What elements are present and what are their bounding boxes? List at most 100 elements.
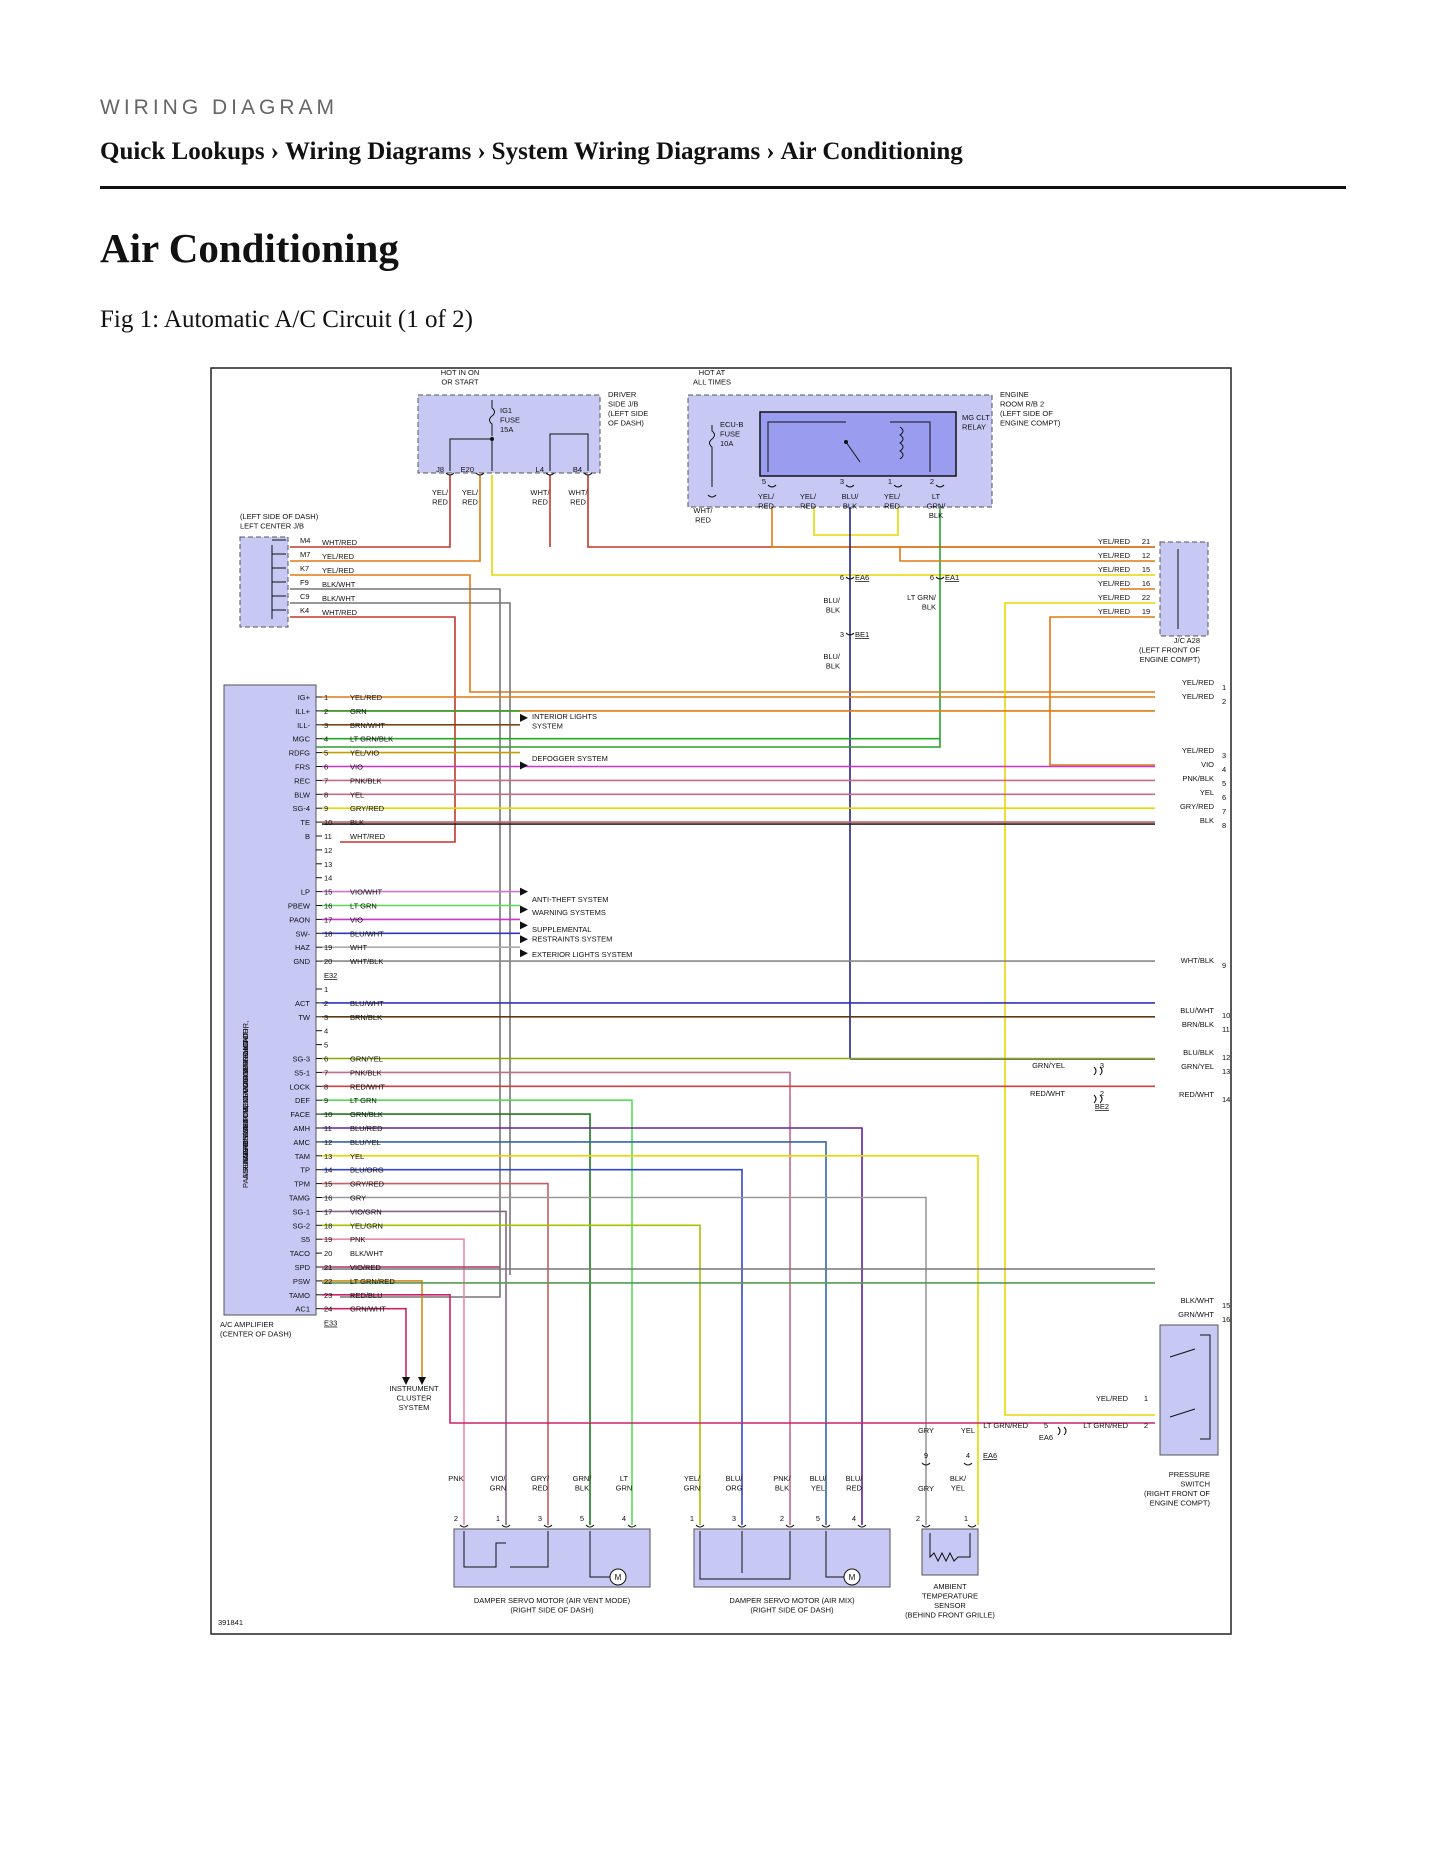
amplifier-label: A/C AMPLIFIER <box>220 1320 274 1329</box>
wire <box>290 475 481 562</box>
mid-wire-label: RED/WHT <box>1030 1089 1065 1098</box>
amp-pin-num: 19 <box>324 1235 332 1244</box>
ig1-fuse-label: 15A <box>500 425 513 434</box>
section-kicker: WIRING DIAGRAM <box>100 96 338 119</box>
connector-ea6: EA6 <box>855 573 869 582</box>
amp-wire-label: YEL <box>350 790 364 799</box>
amp-pin-num: 7 <box>324 776 328 785</box>
amp-pin-num: 15 <box>324 888 332 897</box>
relay-pin-label: 5 <box>762 477 766 486</box>
ecub-fuse-label: FUSE <box>720 430 740 439</box>
signal-arrow <box>402 1377 410 1385</box>
connector-pin <box>585 1524 595 1528</box>
damper-servo-mix <box>693 1528 891 1588</box>
wire <box>322 1280 423 1377</box>
jb-wire-label: RED <box>532 498 548 507</box>
ig1-fuse-label: IG1 <box>500 406 512 415</box>
relay-contact-dot <box>844 440 848 444</box>
left-jb-pin: F9 <box>300 578 309 587</box>
amp-wire-label: GRN <box>350 707 367 716</box>
sensor-pin: 2 <box>916 1514 920 1523</box>
pressure-switch-label: PRESSURE <box>1169 1470 1210 1479</box>
relay-wire-label: GRN/ <box>927 502 947 511</box>
amp-pin-num: 8 <box>324 790 328 799</box>
inline-connector <box>1093 1066 1103 1104</box>
amp-terminal-name: TPM <box>294 1180 310 1189</box>
relay-wire-label: RED <box>695 516 711 525</box>
relay-wire-label: RED <box>884 502 900 511</box>
relay-pin-label: 3 <box>840 477 844 486</box>
wire <box>899 547 1155 562</box>
servo-mix-wire-label: BLU/ <box>726 1474 744 1483</box>
relay-wire-label: YEL/ <box>884 492 901 501</box>
left-jb-pin: C9 <box>300 592 310 601</box>
ac-amplifier <box>223 684 317 1316</box>
srs-label: SUPPLEMENTAL <box>532 925 591 934</box>
relay-switch <box>845 441 861 463</box>
wire <box>290 475 451 548</box>
connector-be2: BE2 <box>1095 1102 1109 1111</box>
servo-vent-pin: 4 <box>622 1514 626 1523</box>
connector-pin <box>543 1524 553 1528</box>
connector-pin <box>967 1524 977 1528</box>
amp-pin-num: 10 <box>324 818 332 827</box>
figure-number: 391841 <box>218 1618 243 1627</box>
breadcrumb-separator: › <box>270 138 279 165</box>
amp-pin-num: 15 <box>324 1180 332 1189</box>
wire <box>1049 616 1155 766</box>
mid-wire-label: GRY <box>918 1484 934 1493</box>
jb-bus <box>549 433 589 471</box>
signal-arrow <box>520 921 528 930</box>
wire <box>322 1293 1155 1424</box>
wire-label: LT GRN/ <box>907 593 937 602</box>
output-wire-label: GRY/RED <box>1180 802 1215 811</box>
defogger-label: DEFOGGER SYSTEM <box>532 754 608 763</box>
amp-wire-label: WHT/BLK <box>350 957 383 966</box>
mg-relay-label: MG CLT <box>962 413 990 422</box>
amp-wire-label: BLU/YEL <box>350 1138 381 1147</box>
cluster-label: CLUSTER <box>396 1394 432 1403</box>
breadcrumb-item-quick-lookups[interactable]: Quick Lookups <box>100 138 265 165</box>
connector-pin <box>627 1524 637 1528</box>
cluster-label: SYSTEM <box>399 1403 430 1412</box>
connector-pin <box>785 1524 795 1528</box>
hot-run-label: OR START <box>441 378 479 387</box>
breadcrumb-item-air-conditioning[interactable]: Air Conditioning <box>780 138 963 165</box>
output-wire-label: YEL <box>1200 788 1214 797</box>
breadcrumb-item-wiring-diagrams[interactable]: Wiring Diagrams <box>285 138 472 165</box>
thermistor <box>929 1533 971 1563</box>
connector-pin-num: 6 <box>930 573 934 582</box>
servo-mix-pin: 4 <box>852 1514 856 1523</box>
jc-pin: 16 <box>1142 579 1150 588</box>
amp-terminal-name: TAMG <box>289 1194 310 1203</box>
output-number: 14 <box>1222 1095 1230 1104</box>
fuse-ig1 <box>489 400 495 436</box>
pressure-switch-label: ENGINE COMPT) <box>1150 1499 1211 1508</box>
wire <box>322 1238 465 1525</box>
servo-mix-pin: 3 <box>732 1514 736 1523</box>
mg-relay-label: RELAY <box>962 423 986 432</box>
amp-wire-label: VIO/GRN <box>350 1207 382 1216</box>
figure-caption: Fig 1: Automatic A/C Circuit (1 of 2) <box>100 306 473 333</box>
output-wire-label: RED/WHT <box>1179 1090 1214 1099</box>
amp-terminal-name: MGC <box>293 735 311 744</box>
amp-wire-label: PNK/BLK <box>350 1068 382 1077</box>
amp-terminal-name: SG-3 <box>292 1055 310 1064</box>
breadcrumb-item-system-wiring-diagrams[interactable]: System Wiring Diagrams <box>491 138 761 165</box>
amp-wire-label: RED/BLU <box>350 1291 383 1300</box>
servo-mix-label: DAMPER SERVO MOTOR (AIR MIX) <box>729 1596 855 1605</box>
inline-connector <box>1057 1426 1067 1436</box>
output-wire-label: BRN/BLK <box>1182 1020 1214 1029</box>
amp-terminal-name: LP <box>301 888 310 897</box>
amp-wire-label: GRN/YEL <box>350 1055 383 1064</box>
amp-pin-num: 6 <box>324 763 328 772</box>
breadcrumb: Quick Lookups›Wiring Diagrams›System Wir… <box>100 138 963 166</box>
amplifier-side-text: PASSENGER'S SEAT BELT WARNING LIGHT <box>241 1032 250 1188</box>
jc-pin: 21 <box>1142 537 1150 546</box>
wire <box>322 1099 633 1525</box>
amp-pin-num: 20 <box>324 1249 332 1258</box>
amp-wire-label: PNK <box>350 1235 365 1244</box>
output-number: 10 <box>1222 1011 1230 1020</box>
antitheft-label: ANTI-THEFT SYSTEM <box>532 895 609 904</box>
servo-pot <box>699 1531 791 1580</box>
